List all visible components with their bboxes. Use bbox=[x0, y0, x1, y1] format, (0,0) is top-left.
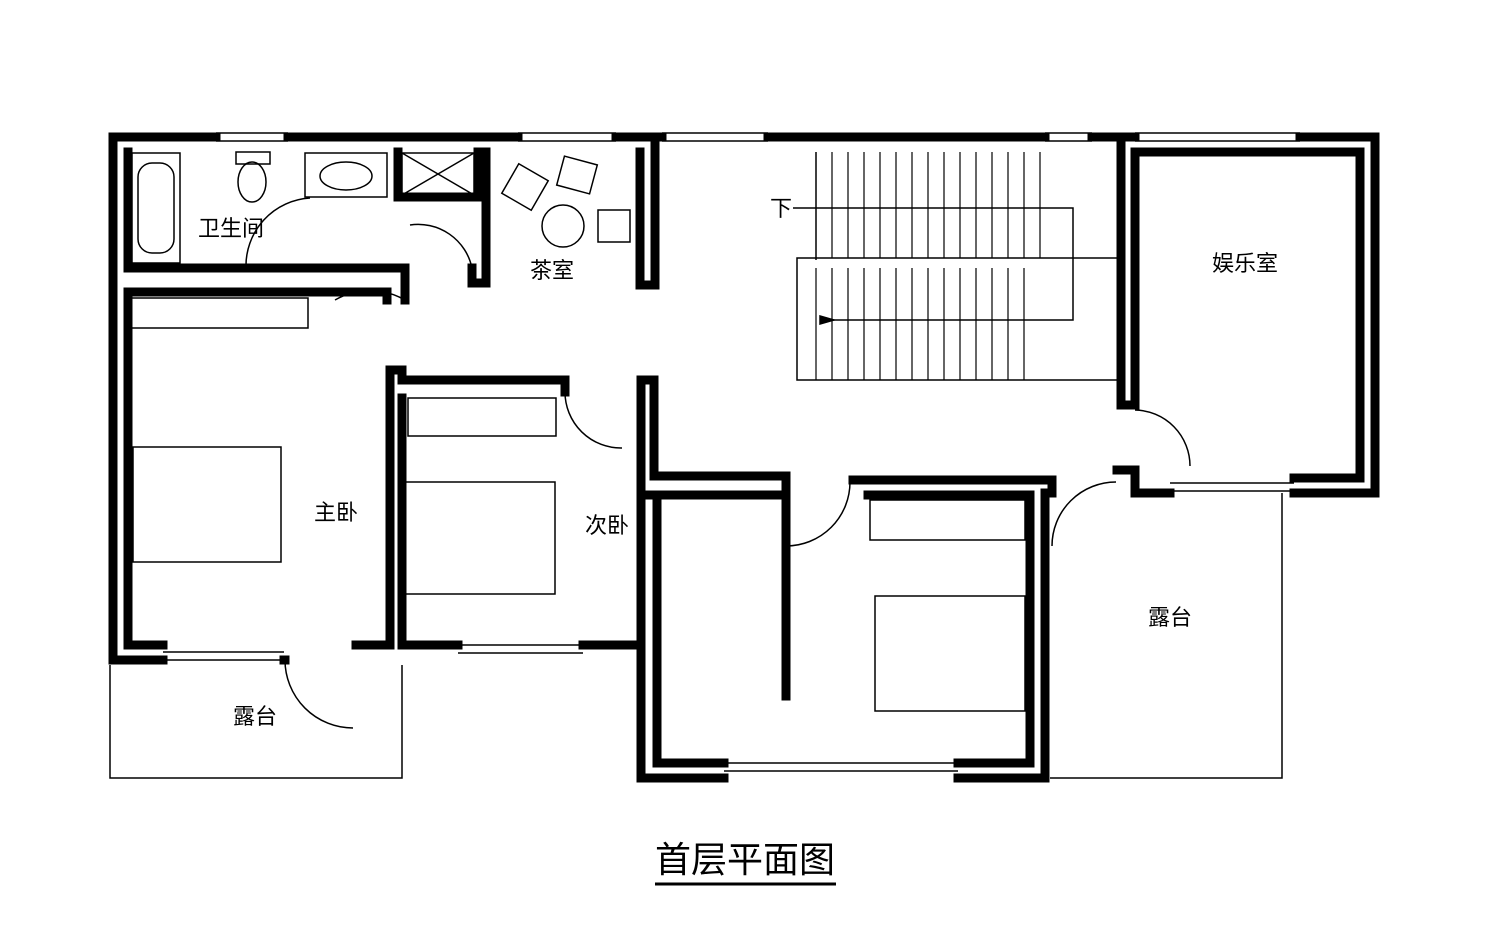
label-terrace-right: 露台 bbox=[1148, 606, 1192, 631]
label-bathroom: 卫生间 bbox=[198, 217, 264, 242]
label-terrace-left: 露台 bbox=[233, 705, 277, 730]
stair-treads bbox=[815, 152, 1041, 380]
label-second-bedroom: 次卧 bbox=[585, 514, 629, 539]
walls bbox=[108, 132, 1380, 783]
doors bbox=[245, 197, 1191, 729]
beds bbox=[132, 446, 1026, 712]
label-entertainment-room: 娱乐室 bbox=[1212, 252, 1278, 277]
label-tea-room: 茶室 bbox=[530, 259, 574, 284]
drawing-title: 首层平面图 bbox=[655, 840, 835, 881]
label-stairs-down: 下 bbox=[770, 197, 792, 222]
label-master-bedroom: 主卧 bbox=[314, 501, 358, 526]
thin-lines bbox=[109, 132, 1300, 779]
stair-arrow bbox=[793, 207, 1074, 325]
